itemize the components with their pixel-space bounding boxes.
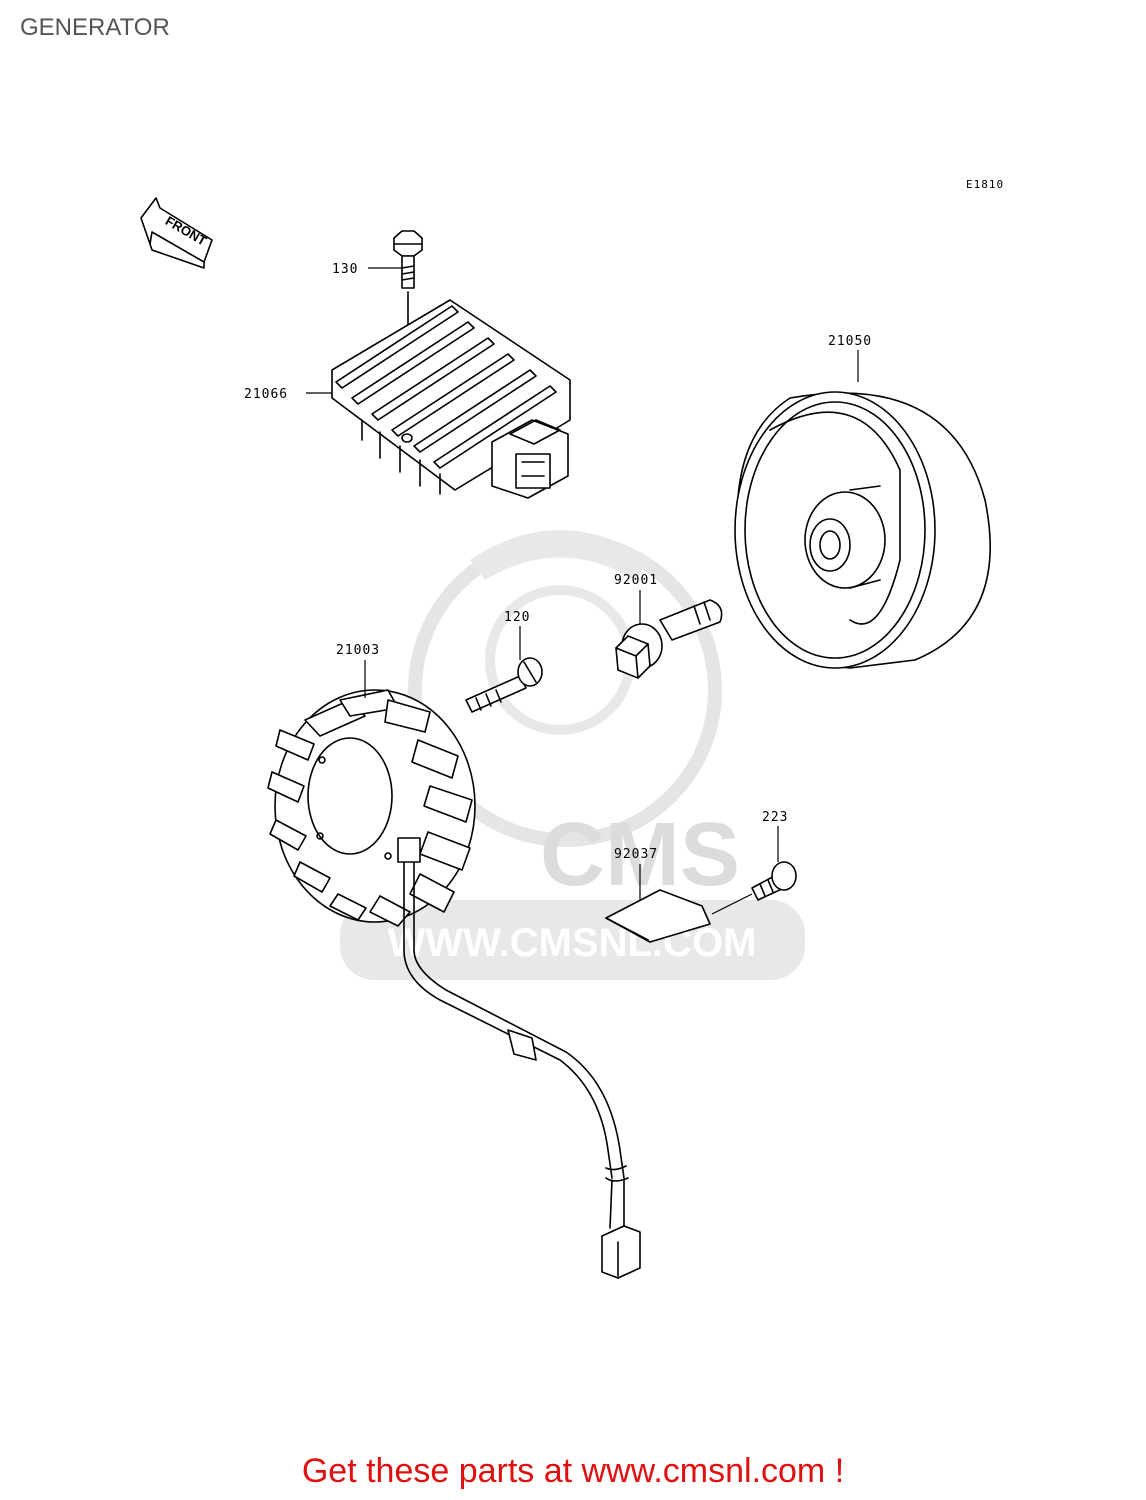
part-label-223: 223 — [762, 810, 788, 825]
part-label-21003: 21003 — [336, 643, 380, 658]
part-label-130: 130 — [332, 262, 358, 277]
page-title: GENERATOR — [20, 14, 170, 41]
flywheel-21050-icon — [734, 391, 991, 669]
screw-223-icon — [711, 861, 797, 915]
figure-code: E1810 — [966, 178, 1005, 191]
footer-link[interactable]: Get these parts at www.cmsnl.com ! — [301, 1452, 845, 1490]
screw-120-icon — [465, 657, 543, 713]
part-label-120: 120 — [504, 610, 530, 625]
part-label-92001: 92001 — [614, 573, 658, 588]
part-label-92037: 92037 — [614, 847, 658, 862]
front-direction-arrow: FRONT — [140, 197, 213, 269]
stator-21003-icon — [267, 689, 641, 1279]
watermark-url: WWW.CMSNL.COM — [388, 921, 757, 965]
bolt-92001-icon — [615, 599, 723, 679]
clamp-92037-icon — [605, 889, 711, 943]
watermark-logo: CMS WWW.CMSNL.COM — [340, 530, 805, 980]
regulator-21066-icon — [331, 299, 571, 499]
part-label-21066: 21066 — [244, 387, 288, 402]
part-label-21050: 21050 — [828, 334, 872, 349]
